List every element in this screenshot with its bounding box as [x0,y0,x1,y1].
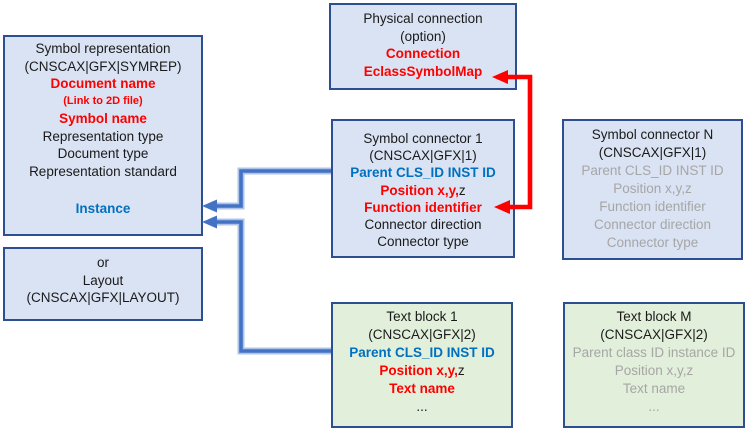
arrowhead-left-icon [202,199,217,213]
field-position: Position x,y,z [613,181,692,196]
field-function-identifier: Function identifier [364,199,482,215]
field-eclass-symbol-map: EclassSymbolMap [363,63,483,79]
field-position: Position x,y,z [614,363,694,378]
field-symbol-name: Symbol name [59,111,147,126]
text-block-1-box: Text block 1 (CNSCAX|GFX|2) Parent CLS_I… [331,302,513,428]
field-parent-id: Parent CLS_ID INST ID [349,345,495,360]
symbol-connector-n-box: Symbol connector N (CNSCAX|GFX|1) Parent… [562,119,743,260]
field-connector-type: Connector type [377,234,469,250]
field-position: Position x,y,z [333,182,513,199]
box-title: Layout [82,272,124,288]
position-black-part: z [457,363,465,378]
box-code: (CNSCAX|GFX|2) [368,327,476,342]
layout-alternative-box: or Layout (CNSCAX|GFX|LAYOUT) [3,247,203,321]
box-code: (CNSCAX|GFX|1) [369,148,477,164]
box-title: Physical connection [363,11,483,26]
connector1-to-instance-arrow [202,167,331,213]
textblock1-to-instance-arrow [202,215,331,355]
box-code: (CNSCAX|GFX|1) [598,145,707,160]
field-representation-standard: Representation standard [29,163,177,179]
field-text-name: Text name [389,381,455,396]
box-code: (CNSCAX|GFX|SYMREP) [24,58,182,74]
arrowhead-left-icon [202,215,217,229]
position-red-part: Position x,y, [380,182,459,198]
position-red-part: Position x,y, [379,363,458,378]
text-block-m-box: Text block M (CNSCAX|GFX|2) Parent class… [563,302,745,428]
field-document-type: Document type [57,146,149,161]
field-connection: Connection [385,46,461,61]
field-parent-id: Parent CLS_ID INST ID [581,163,724,178]
box-title: Text block M [616,309,692,324]
field-document-name: Document name [50,76,156,91]
field-connector-type: Connector type [606,235,699,250]
box-code: (CNSCAX|GFX|2) [600,327,708,342]
symbol-connector-1-box: Symbol connector 1 (CNSCAX|GFX|1) Parent… [331,119,515,258]
box-title: Text block 1 [386,309,458,324]
field-parent-id: Parent CLS_ID INST ID [350,165,496,181]
or-label: or [96,255,109,270]
field-parent-id: Parent class ID instance ID [572,345,736,360]
box-code: (CNSCAX|GFX|LAYOUT) [26,290,180,305]
field-instance: Instance [75,201,131,216]
field-function-identifier: Function identifier [599,199,706,214]
box-title: Symbol representation [35,41,171,56]
physical-connection-box: Physical connection (option) Connection … [329,3,517,90]
box-subtitle: (option) [400,28,446,44]
field-ellipsis: ... [648,399,660,414]
field-ellipsis: ... [416,399,428,414]
field-representation-type: Representation type [42,128,164,144]
position-black-part: z [458,182,466,198]
field-link-note: (Link to 2D file) [63,94,143,107]
box-title: Symbol connector N [591,127,714,142]
symbol-representation-box: Symbol representation (CNSCAX|GFX|SYMREP… [3,35,203,236]
field-connector-direction: Connector direction [364,217,482,233]
field-connector-direction: Connector direction [593,217,712,232]
field-text-name: Text name [622,381,686,396]
box-title: Symbol connector 1 [363,131,483,146]
field-position: Position x,y,z [333,362,511,380]
